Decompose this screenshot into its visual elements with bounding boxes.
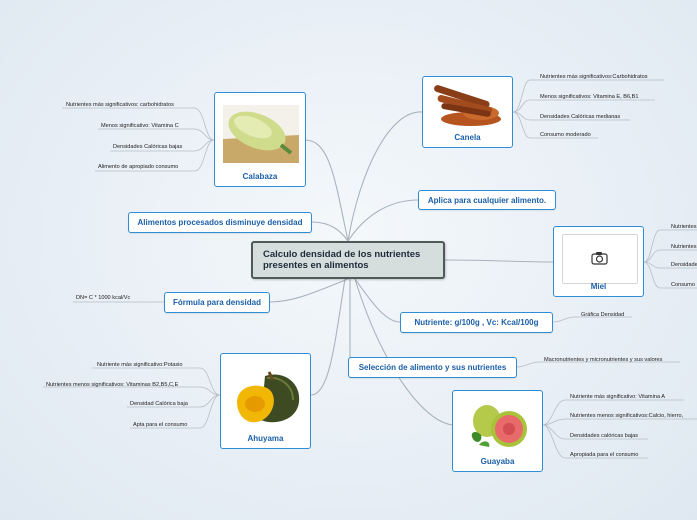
camera-icon — [591, 252, 608, 265]
formula-subtopic[interactable]: DN= C * 1000 kcal/Vc — [76, 295, 131, 301]
canela-card[interactable]: Canela — [422, 76, 513, 148]
guayaba-subtopic-2[interactable]: Nutrientes menos significativos:Calcio, … — [570, 413, 684, 419]
pumpkin-image — [237, 371, 300, 423]
canela-subtopic-3[interactable]: Densidades Calóricas medianas — [540, 114, 621, 120]
calabaza-subtopic-2[interactable]: Menos significativo: Vitamina C — [101, 123, 179, 129]
ahuyama-subtopic-1[interactable]: Nutriente más significativo:Potasio — [97, 362, 183, 368]
ahuyama-card[interactable]: Ahuyama — [220, 353, 311, 449]
topic-aplica[interactable]: Aplica para cualquier alimento. — [418, 190, 556, 210]
calabaza-subtopic-4[interactable]: Alimento de apropiado consumo — [98, 164, 179, 170]
topic-procesados[interactable]: Alimentos procesados disminuye densidad — [128, 212, 312, 233]
miel-subtopic-2[interactable]: Nutrientes — [671, 244, 697, 250]
topic-seleccion[interactable]: Selección de alimento y sus nutrientes — [348, 357, 517, 378]
image-placeholder — [562, 234, 638, 284]
miel-subtopic-3[interactable]: Densidades — [671, 262, 697, 268]
canela-subtopic-4[interactable]: Consumo moderado — [540, 132, 591, 138]
guayaba-subtopic-1[interactable]: Nutriente más significativo: Vitamina A — [570, 394, 666, 400]
cinnamon-image — [434, 85, 501, 126]
topic-formula[interactable]: Fórmula para densidad — [164, 292, 270, 313]
canela-subtopic-2[interactable]: Menos significativos: Vitamina E, B6,B1 — [540, 94, 639, 100]
zucchini-image — [223, 105, 299, 163]
guava-image — [471, 405, 527, 447]
guayaba-subtopic-4[interactable]: Apropiada para el consumo — [570, 452, 639, 458]
canela-subtopic-1[interactable]: Nutrientes más significativos:Carbohidra… — [540, 74, 648, 80]
seleccion-subtopic[interactable]: Macronutrientes y micronutrientes y sus … — [544, 357, 663, 363]
ahuyama-subtopic-4[interactable]: Apta para el consumo — [133, 422, 188, 428]
nutriente-subtopic[interactable]: Gráfica Densidad — [581, 312, 625, 318]
guayaba-subtopic-3[interactable]: Densidades calóricas bajas — [570, 433, 639, 439]
calabaza-subtopic-1[interactable]: Nutrientes más significativos: carbohidr… — [66, 102, 174, 108]
miel-subtopic-1[interactable]: Nutrientes — [671, 224, 697, 230]
ahuyama-subtopic-2[interactable]: Nutrientes menos significativos: Vitamin… — [46, 382, 179, 388]
topic-nutriente[interactable]: Nutriente: g/100g , Vc: Kcal/100g — [400, 312, 553, 333]
ahuyama-label: Ahuyama — [247, 434, 284, 443]
miel-card[interactable]: Miel — [553, 226, 644, 297]
central-topic[interactable]: Calculo densidad de los nutrientes prese… — [251, 241, 445, 279]
calabaza-card[interactable]: Calabaza — [214, 92, 306, 187]
miel-label: Miel — [590, 282, 607, 291]
canela-label: Canela — [454, 133, 481, 142]
calabaza-subtopic-3[interactable]: Densidades Calóricas bajas — [113, 144, 183, 150]
calabaza-label: Calabaza — [242, 172, 278, 181]
guayaba-label: Guayaba — [480, 457, 515, 466]
ahuyama-subtopic-3[interactable]: Densidad Calórica baja — [130, 401, 188, 407]
miel-subtopic-4[interactable]: Consumo — [671, 282, 695, 288]
guayaba-card[interactable]: Guayaba — [452, 390, 543, 472]
